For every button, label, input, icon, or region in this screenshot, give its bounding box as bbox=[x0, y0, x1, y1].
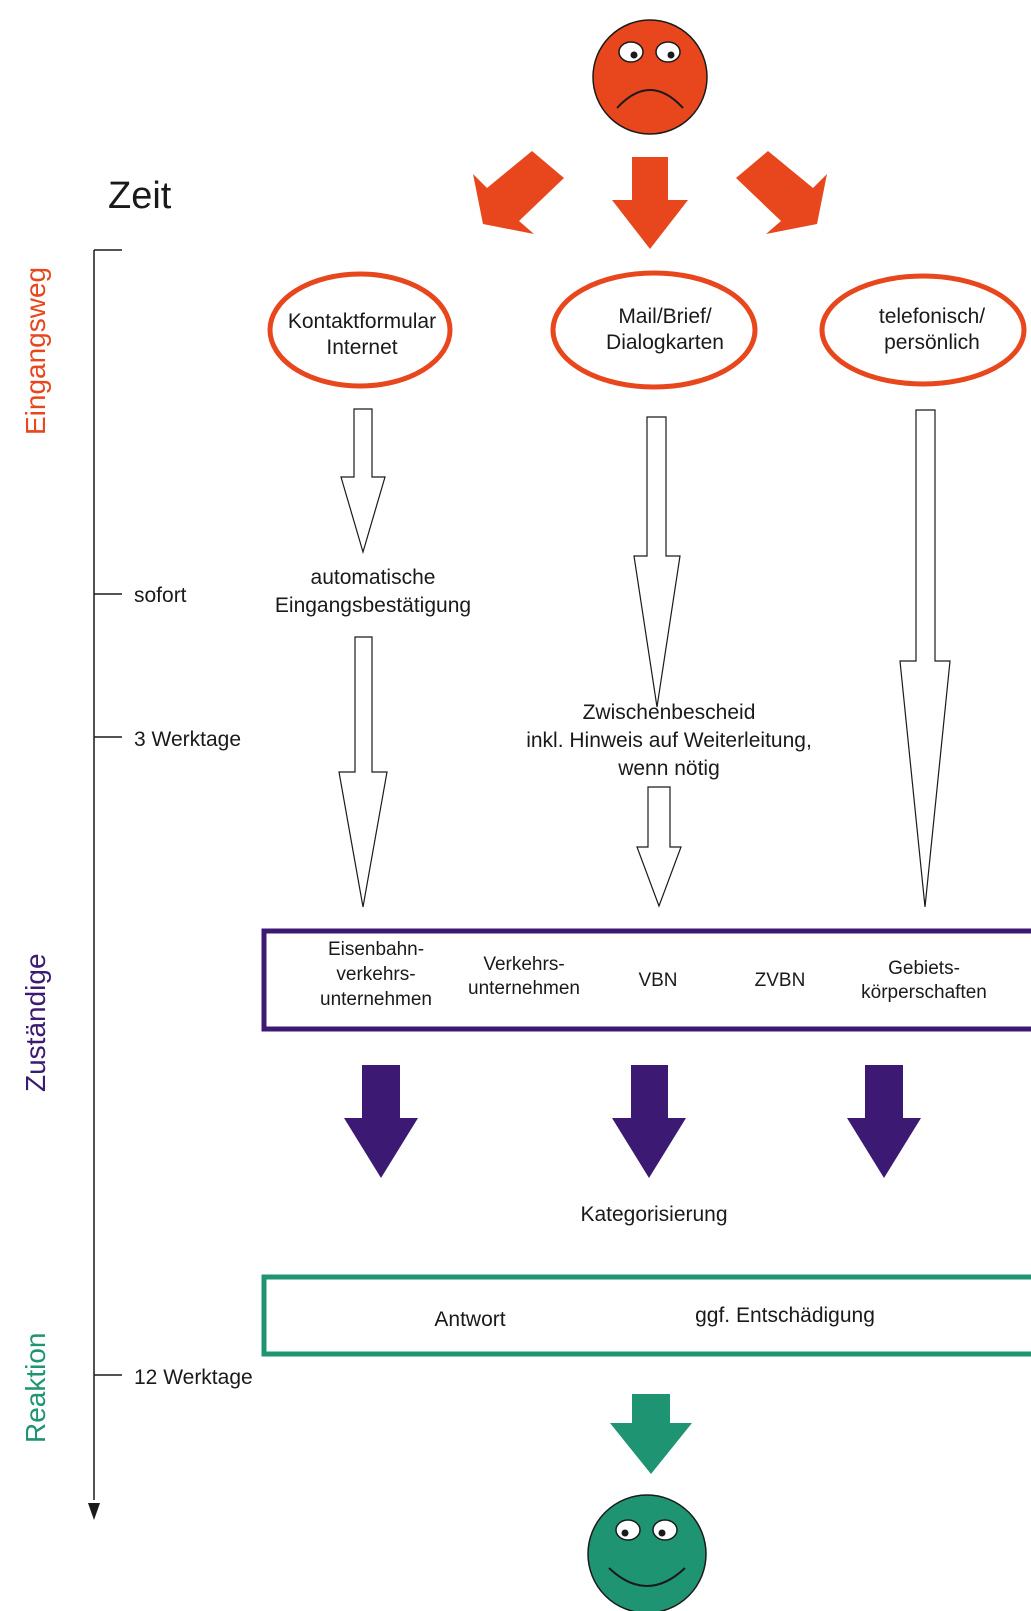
channel-ovals bbox=[267, 270, 1027, 390]
channel-oval-telefon bbox=[819, 273, 1027, 387]
responsible-gk-line2: körperschaften bbox=[861, 982, 987, 1003]
tick-12-werktage: 12 Werktage bbox=[134, 1366, 253, 1389]
responsible-gk-line1: Gebiets- bbox=[888, 958, 960, 979]
sad-face-icon bbox=[592, 19, 708, 135]
purple-arrow-left-icon bbox=[344, 1065, 418, 1178]
channel-label-internet-line1: Kontaktformular bbox=[288, 310, 436, 333]
channel-oval-mail bbox=[550, 270, 758, 390]
outline-arrow-mail-1 bbox=[633, 416, 681, 708]
categorization-label: Kategorisierung bbox=[580, 1203, 727, 1226]
happy-face-icon bbox=[587, 1494, 707, 1611]
outline-arrow-mail-2 bbox=[636, 786, 682, 908]
purple-arrow-right-icon bbox=[847, 1065, 921, 1178]
interim-line3: wenn nötig bbox=[617, 757, 720, 780]
responsible-vbn: VBN bbox=[638, 970, 677, 991]
confirmation-line2: Eingangsbestätigung bbox=[275, 594, 471, 617]
tick-sofort: sofort bbox=[134, 584, 187, 607]
section-label-reaktion: Reaktion bbox=[20, 1332, 51, 1443]
purple-arrow-middle-icon bbox=[612, 1065, 686, 1178]
channel-label-mail-line1: Mail/Brief/ bbox=[618, 305, 712, 328]
reaction-answer: Antwort bbox=[434, 1308, 505, 1331]
orange-arrows bbox=[473, 151, 827, 249]
purple-arrows bbox=[344, 1065, 921, 1178]
green-arrow-down-icon bbox=[610, 1394, 692, 1474]
channel-label-internet-line2: Internet bbox=[326, 336, 397, 359]
tick-3-werktage: 3 Werktage bbox=[134, 728, 241, 751]
interim-line2: inkl. Hinweis auf Weiterleitung, bbox=[526, 729, 812, 752]
channel-oval-internet bbox=[267, 271, 453, 389]
outline-arrow-internet-2 bbox=[338, 636, 388, 908]
channel-label-mail-line2: Dialogkarten bbox=[606, 331, 724, 354]
responsible-evu-line3: unternehmen bbox=[320, 989, 432, 1010]
outline-arrows bbox=[338, 408, 951, 908]
section-label-zustaendige: Zuständige bbox=[20, 953, 51, 1092]
outline-arrow-telefon bbox=[899, 409, 951, 908]
reaction-box bbox=[261, 1274, 1031, 1357]
channel-label-telefon-line1: telefonisch/ bbox=[879, 305, 985, 328]
reaction-compensation: ggf. Entschädigung bbox=[695, 1304, 875, 1327]
responsible-evu-line1: Eisenbahn- bbox=[328, 939, 424, 960]
time-axis-title: Zeit bbox=[108, 175, 172, 217]
outline-arrow-internet-1 bbox=[340, 408, 386, 555]
responsible-box bbox=[261, 928, 1031, 1032]
interim-line1: Zwischenbescheid bbox=[583, 701, 756, 724]
time-axis-arrowhead-icon bbox=[88, 1503, 100, 1520]
responsible-vu-line2: unternehmen bbox=[468, 978, 580, 999]
channel-label-telefon-line2: persönlich bbox=[884, 331, 980, 354]
arrow-down-icon bbox=[612, 157, 688, 249]
responsible-evu-line2: verkehrs- bbox=[336, 964, 415, 985]
section-label-eingangsweg: Eingangsweg bbox=[20, 267, 51, 435]
responsible-vu-line1: Verkehrs- bbox=[483, 954, 564, 975]
arrow-down-right-icon bbox=[736, 151, 827, 234]
arrow-down-left-icon bbox=[473, 151, 564, 234]
confirmation-line1: automatische bbox=[311, 566, 436, 589]
responsible-zvbn: ZVBN bbox=[755, 970, 806, 991]
time-axis bbox=[93, 249, 122, 1500]
